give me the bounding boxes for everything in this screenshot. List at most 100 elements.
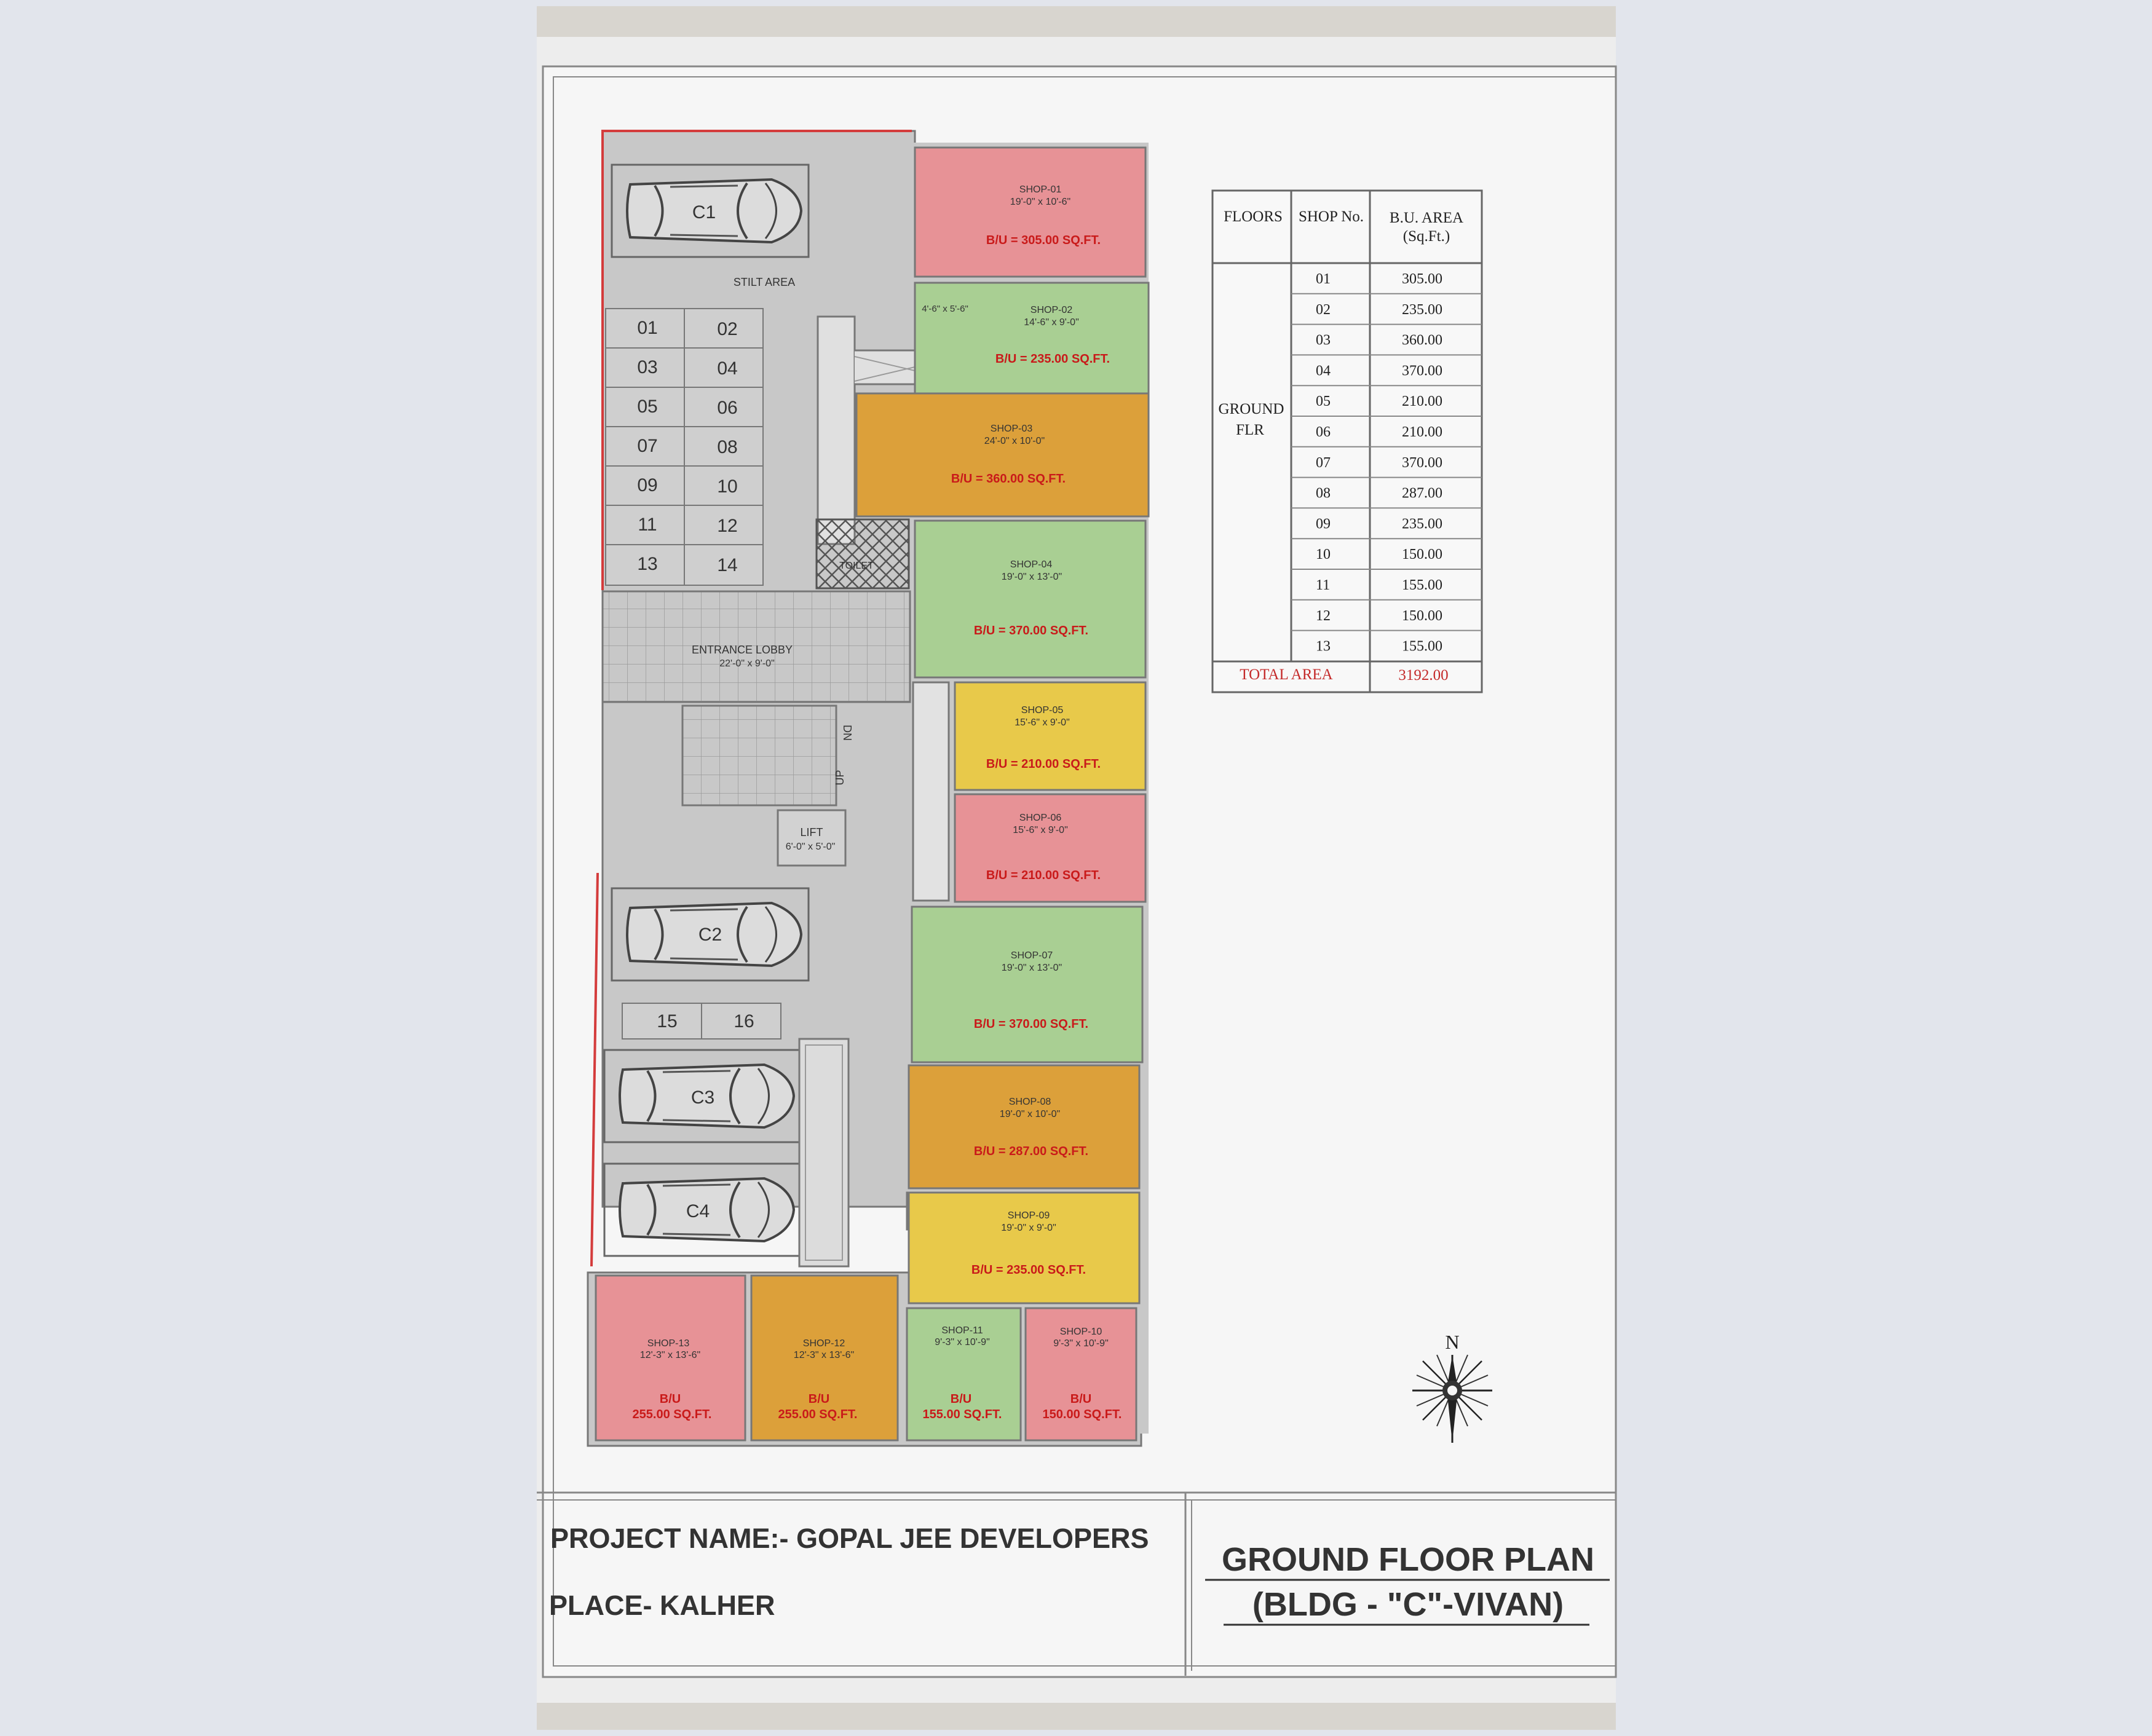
slot-09: 09 [637,475,657,495]
slot-13: 13 [637,554,657,574]
lift-name: LIFT [800,826,823,838]
stair-up-label: UP [834,770,846,785]
shop-02-name: SHOP-02 [1031,305,1073,315]
table-shop-no: 02 [1316,302,1331,318]
passage-dim-label: 4'-6" x 5'-6" [922,304,968,314]
shop-07-size: 19'-0" x 13'-0" [1002,963,1062,973]
table-total-value: 3192.00 [1398,667,1448,684]
table-shop-no: 05 [1316,393,1331,409]
table-shop-no: 10 [1316,546,1331,562]
north-compass-icon: N [1412,1331,1492,1443]
slot-02: 02 [717,319,737,339]
shop-07-area: B/U = 370.00 SQ.FT. [974,1017,1088,1031]
shop-09-size: 19'-0" x 9'-0" [1001,1223,1056,1233]
table-shop-no: 03 [1316,333,1331,349]
shop-01-size: 19'-0" x 10'-6" [1010,197,1070,207]
shop-05-name: SHOP-05 [1021,705,1064,716]
compass-north-label: N [1445,1331,1459,1353]
table-shop-no: 11 [1316,577,1330,593]
shop-06-block [954,793,1147,903]
shop-04-area: B/U = 370.00 SQ.FT. [974,624,1088,637]
shop-13-size: 12'-3" x 13'-6" [640,1350,700,1360]
shop-11-size: 9'-3" x 10'-9" [935,1337,990,1347]
table-area-value: 360.00 [1402,333,1442,349]
shop-09-area: B/U = 235.00 SQ.FT. [971,1263,1086,1277]
toilet-label: TOILET [839,561,874,571]
shop-11-block [906,1307,1022,1442]
table-area-value: 235.00 [1402,302,1442,318]
stair-dn-label: DN [841,725,853,741]
shop-06-area: B/U = 210.00 SQ.FT. [986,869,1101,882]
shop-06-size: 15'-6" x 9'-0" [1013,825,1068,835]
car-label-c3: C3 [691,1087,714,1108]
slot-05: 05 [637,397,657,417]
shop-03-name: SHOP-03 [991,424,1033,434]
shop-02-size: 14'-6" x 9'-0" [1024,317,1079,328]
shop-10-size: 9'-3" x 10'-9" [1053,1338,1109,1349]
car-label-c4: C4 [686,1201,710,1221]
shop-11-name: SHOP-11 [941,1325,983,1336]
table-area-value: 287.00 [1402,486,1442,502]
shop-07-name: SHOP-07 [1011,950,1053,961]
place-name: PLACE- KALHER [549,1590,775,1621]
shop-10-block [1024,1307,1137,1442]
table-shop-no: 01 [1316,271,1331,287]
parking-grid [605,308,781,1040]
shop-10-name: SHOP-10 [1060,1327,1102,1337]
table-area-value: 210.00 [1402,424,1442,440]
table-floor-label-1: GROUND [1219,401,1284,417]
shop-01-area: B/U = 305.00 SQ.FT. [986,234,1101,247]
area-table: FLOORS SHOP No. B.U. AREA (Sq.Ft.) GROUN… [1211,189,1483,693]
shop-07-block [911,905,1144,1063]
shop-04-size: 19'-0" x 13'-0" [1002,572,1062,582]
slot-03: 03 [637,357,657,377]
table-shop-no: 09 [1316,516,1331,532]
shop-02-block [914,282,1150,395]
table-area-value: 370.00 [1402,363,1442,379]
slot-15: 15 [657,1011,677,1032]
shop-03-block [855,392,1150,518]
table-shop-no: 12 [1316,608,1331,624]
table-shop-no: 04 [1316,363,1331,379]
shop-04-block [914,519,1147,679]
shop-13-area-label: B/U [660,1392,681,1406]
shop-11-area-value: 155.00 SQ.FT. [923,1408,1002,1421]
car-label-c2: C2 [698,925,722,945]
shop-08-size: 19'-0" x 10'-0" [1000,1109,1060,1119]
table-shop-no: 13 [1316,639,1331,655]
shop-09-block [908,1191,1141,1304]
table-floor-label-2: FLR [1236,422,1264,438]
shop-12-area-value: 255.00 SQ.FT. [778,1408,858,1421]
stilt-area-label: STILT AREA [734,276,795,288]
table-area-value: 155.00 [1402,639,1442,655]
shop-12-area-label: B/U [809,1392,829,1406]
shop-13-name: SHOP-13 [647,1338,690,1349]
lobby-name: ENTRANCE LOBBY [692,644,793,656]
shop-10-area-label: B/U [1070,1392,1091,1406]
project-name: PROJECT NAME:- GOPAL JEE DEVELOPERS [550,1523,1149,1554]
shop-08-block [908,1064,1141,1190]
table-shop-no: 08 [1316,486,1331,502]
table-area-value: 305.00 [1402,271,1442,287]
shop-01-name: SHOP-01 [1019,184,1062,195]
shop-05-block [954,681,1147,791]
shop-12-size: 12'-3" x 13'-6" [794,1350,854,1360]
shop-05-area: B/U = 210.00 SQ.FT. [986,757,1101,771]
table-area-value: 150.00 [1402,546,1442,562]
shop-10-area-value: 150.00 SQ.FT. [1043,1408,1122,1421]
shop-08-name: SHOP-08 [1009,1097,1051,1107]
shop-13-area-value: 255.00 SQ.FT. [633,1408,712,1421]
slot-07: 07 [637,436,657,456]
slot-08: 08 [717,437,737,457]
lobby-size: 22'-0" x 9'-0" [719,658,775,669]
shop-13-block [595,1274,746,1442]
plan-subtitle: (BLDG - "C"-VIVAN) [1252,1586,1564,1623]
slot-14: 14 [717,555,737,575]
table-total-label: TOTAL AREA [1240,666,1332,683]
table-header-unit: (Sq.Ft.) [1403,228,1450,245]
shop-01-block [914,146,1147,278]
plan-title: GROUND FLOOR PLAN [1222,1541,1594,1578]
table-area-value: 150.00 [1402,608,1442,624]
